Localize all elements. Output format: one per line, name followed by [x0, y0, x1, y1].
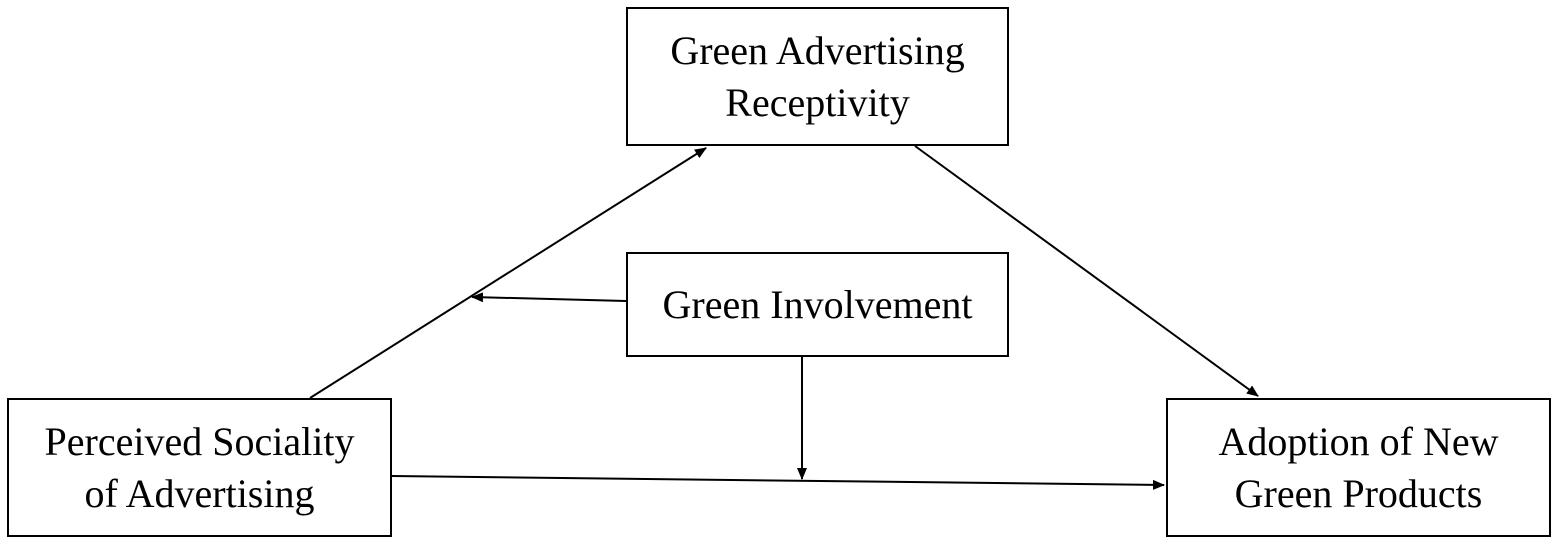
node-perceived-sociality: Perceived Sociality of Advertising [7, 398, 392, 537]
arrow-involvement-moderates-receptivity-path [471, 292, 627, 303]
arrow-receptivity-to-adoption [914, 145, 1259, 397]
node-label: Perceived Sociality of Advertising [44, 418, 355, 516]
arrow-sociality-to-receptivity [309, 147, 707, 399]
node-green-advertising-receptivity: Green Advertising Receptivity [626, 7, 1009, 146]
node-label: Green Advertising Receptivity [670, 27, 965, 125]
arrow-sociality-to-adoption [391, 475, 1165, 490]
node-green-involvement: Green Involvement [626, 252, 1009, 357]
node-adoption-new-green-products: Adoption of New Green Products [1166, 398, 1551, 537]
node-label: Adoption of New Green Products [1218, 418, 1499, 516]
node-label: Green Involvement [662, 281, 973, 327]
